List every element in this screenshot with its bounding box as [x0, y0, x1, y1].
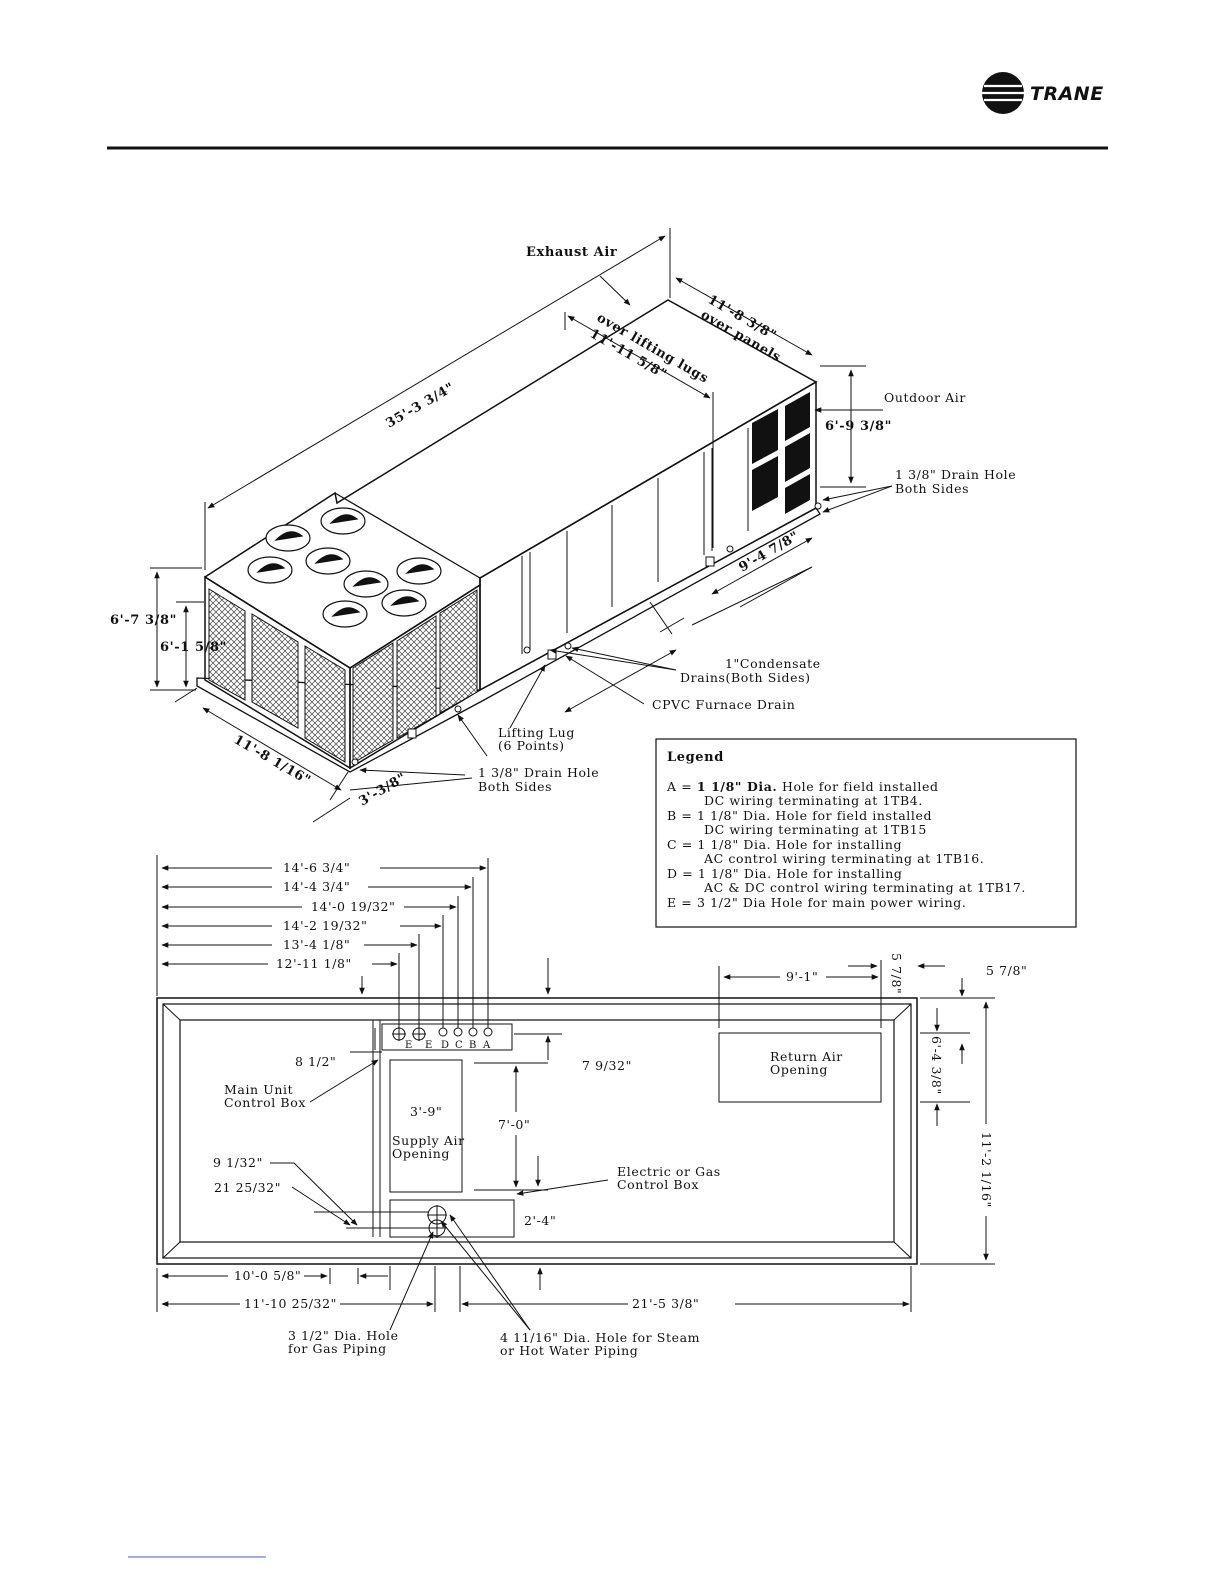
dim-11-10: 11'-10 25/32" — [244, 1296, 337, 1311]
legend-item-c: C = 1 1/8" Dia. Hole for installing AC c… — [667, 837, 984, 866]
dim-14-4: 14'-4 3/4" — [283, 879, 350, 894]
svg-text:B = 1 1/8" Dia. Hole for field: B = 1 1/8" Dia. Hole for field installed — [667, 808, 932, 823]
dim-14-0: 14'-0 19/32" — [311, 899, 395, 914]
elec-box-a: Electric or Gas — [617, 1164, 721, 1179]
plan-dimensions — [156, 855, 995, 1331]
height-left-outer: 6'-7 3/8" — [110, 613, 177, 628]
gas-hole-a: 3 1/2" Dia. Hole — [288, 1328, 399, 1343]
condensate-a: 1"Condensate — [725, 656, 821, 671]
dim-9-1: 9'-1" — [786, 969, 818, 984]
width-left-dim: 11'-8 1/16" — [231, 732, 313, 788]
dim-6-4: 6'-4 3/8" — [929, 1036, 944, 1095]
svg-text:AC control wiring terminating: AC control wiring terminating at 1TB16. — [703, 851, 984, 866]
legend-box: Legend A = 1 1/8" Dia. Hole for field in… — [655, 738, 1077, 928]
legend-item-d: D = 1 1/8" Dia. Hole for installing AC &… — [667, 866, 1026, 895]
cpvc-label: CPVC Furnace Drain — [652, 697, 795, 712]
svg-text:A: A — [482, 1040, 491, 1051]
hole-labels: E E D C B A — [405, 1040, 491, 1051]
outdoor-air-louvers — [752, 392, 810, 514]
main-box-b: Control Box — [224, 1095, 306, 1110]
drain-hole-left-a: 1 3/8" Drain Hole — [478, 765, 599, 780]
return-air-a: Return Air — [770, 1049, 843, 1064]
drain-hole-right-a: 1 3/8" Drain Hole — [895, 467, 1016, 482]
svg-text:D = 1 1/8" Dia. Hole for insta: D = 1 1/8" Dia. Hole for installing — [667, 866, 903, 881]
dim-9-4: 9'-4 7/8" — [737, 529, 803, 575]
legend-item-e: E = 3 1/2" Dia Hole for main power wirin… — [667, 895, 966, 910]
gas-hole-b: for Gas Piping — [288, 1341, 387, 1356]
gas-control-box — [389, 1199, 515, 1238]
svg-text:AC & DC control wiring termina: AC & DC control wiring terminating at 1T… — [703, 880, 1026, 895]
dim-5-7-vertical: 5 7/8" — [889, 953, 904, 994]
return-air-opening — [718, 1032, 882, 1103]
plan-view: E E D C B A — [156, 997, 918, 1265]
svg-text:DC wiring terminating at 1TB4.: DC wiring terminating at 1TB4. — [704, 793, 923, 808]
lifting-lug-a: Lifting Lug — [498, 725, 575, 740]
condensate-b: Drains(Both Sides) — [680, 670, 811, 685]
dim-9-1-32: 9 1/32" — [213, 1155, 263, 1170]
trane-logo: TRANE — [982, 72, 1104, 114]
height-left-inner: 6'-1 5/8" — [160, 640, 227, 655]
steam-hole — [427, 1205, 447, 1225]
dim-14-2: 14'-2 19/32" — [283, 918, 367, 933]
brand-name: TRANE — [1030, 83, 1104, 105]
dim-13-4: 13'-4 1/8" — [283, 937, 350, 952]
exhaust-air-label: Exhaust Air — [526, 245, 617, 260]
dim-10-0: 10'-0 5/8" — [234, 1268, 301, 1283]
dim-8-half: 8 1/2" — [295, 1054, 336, 1069]
dim-11-2: 11'-2 1/16" — [979, 1132, 994, 1208]
hole-crosshairs — [392, 1027, 447, 1238]
height-right-dim: 6'-9 3/8" — [825, 419, 892, 434]
svg-text:C: C — [455, 1040, 463, 1051]
drain-hole-right-b: Both Sides — [895, 481, 969, 496]
svg-text:E: E — [425, 1040, 433, 1051]
elec-box-b: Control Box — [617, 1177, 699, 1192]
dim-5-7-right: 5 7/8" — [986, 963, 1027, 978]
svg-text:C = 1 1/8" Dia. Hole for insta: C = 1 1/8" Dia. Hole for installing — [667, 837, 902, 852]
plan-labels: 14'-6 3/4" 14'-4 3/4" 14'-0 19/32" 14'-2… — [213, 860, 1027, 1358]
legend-item-a: A = 1 1/8" Dia. Hole for field installed… — [666, 779, 939, 808]
dim-3-3: 3'-3/8" — [357, 770, 410, 809]
iso-labels: Exhaust Air 35'-3 3/4" over lifting lugs… — [110, 245, 1016, 809]
condenser-fans — [247, 507, 442, 628]
supply-air-b: Opening — [392, 1146, 450, 1161]
svg-text:B: B — [469, 1040, 477, 1051]
overall-length-dim: 35'-3 3/4" — [384, 380, 458, 431]
svg-text:DC wiring terminating at 1TB15: DC wiring terminating at 1TB15 — [704, 822, 927, 837]
return-air-b: Opening — [770, 1062, 828, 1077]
dim-2-4: 2'-4" — [524, 1213, 556, 1228]
dim-7-0: 7'-0" — [498, 1117, 530, 1132]
svg-text:E = 3 1/2" Dia Hole for main p: E = 3 1/2" Dia Hole for main power wirin… — [667, 895, 966, 910]
drain-hole-left-b: Both Sides — [478, 779, 552, 794]
iso-dimensions — [150, 228, 893, 823]
dim-12-11: 12'-11 1/8" — [276, 956, 352, 971]
legend-title: Legend — [667, 750, 724, 765]
legend-item-b: B = 1 1/8" Dia. Hole for field installed… — [667, 808, 932, 837]
gas-hole — [428, 1219, 446, 1237]
dim-21-25: 21 25/32" — [214, 1180, 281, 1195]
lifting-lug-b: (6 Points) — [498, 738, 565, 753]
dim-21-5: 21'-5 3/8" — [632, 1296, 699, 1311]
svg-text:A = 1 1/8" Dia. Hole for field: A = 1 1/8" Dia. Hole for field installed — [666, 779, 939, 794]
outdoor-air-label: Outdoor Air — [884, 390, 966, 405]
steam-hole-a: 4 11/16" Dia. Hole for Steam — [500, 1330, 700, 1345]
svg-text:E: E — [405, 1040, 413, 1051]
supply-air-opening — [389, 1059, 463, 1193]
svg-text:D: D — [441, 1040, 450, 1051]
dim-14-6: 14'-6 3/4" — [283, 860, 350, 875]
main-box-a: Main Unit — [224, 1082, 293, 1097]
dim-3-9: 3'-9" — [410, 1104, 442, 1119]
dim-7-9-32: 7 9/32" — [582, 1058, 632, 1073]
supply-air-a: Supply Air — [392, 1133, 465, 1148]
steam-hole-b: or Hot Water Piping — [500, 1343, 638, 1358]
